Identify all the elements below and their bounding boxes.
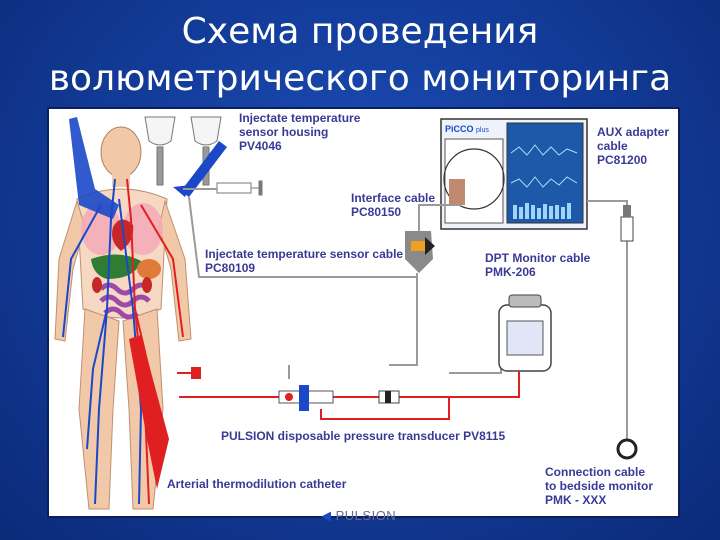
label-pressure-transducer: PULSION disposable pressure transducer P…	[221, 429, 506, 443]
monitor-brand-suffix: plus	[476, 127, 489, 134]
label-injectate-housing: Injectate temperature sensor housing PV4…	[239, 111, 360, 153]
title-line-2: волюметрического мониторинга	[48, 58, 672, 99]
pressure-transducer	[278, 385, 400, 411]
slide-title: Схема проведения волюметрического монито…	[0, 8, 720, 102]
label-connection-cable-line2: to bedside monitor	[545, 479, 653, 493]
label-dpt-monitor-cable-line2: PMK-206	[485, 265, 536, 279]
label-injectate-sensor-cable: Injectate temperature sensor cable PC801…	[205, 247, 403, 275]
connection-plug	[616, 438, 638, 460]
label-aux-adapter-line1: AUX adapter	[597, 125, 670, 139]
label-aux-adapter-line3: PC81200	[597, 153, 648, 167]
label-connection-cable-line3: PMK - XXX	[545, 493, 607, 507]
label-connection-cable-line1: Connection cable	[545, 465, 646, 479]
footer-brand: ◀ PULSION	[321, 508, 396, 524]
label-interface-cable: Interface cable PC80150	[351, 191, 435, 219]
label-injectate-sensor-cable-line2: PC80109	[205, 261, 256, 275]
label-interface-cable-line1: Interface cable	[351, 191, 436, 205]
monitor-brand-name: PiCCO	[445, 124, 474, 134]
sensor-housing	[181, 141, 227, 197]
label-aux-adapter-line2: cable	[597, 139, 628, 153]
label-injectate-housing-line2: sensor housing	[239, 125, 329, 139]
diagram-canvas	[54, 116, 638, 510]
label-arterial-catheter: Arterial thermodilution catheter	[167, 477, 347, 491]
label-injectate-housing-line3: PV4046	[239, 139, 282, 153]
footer-brand-icon: ◀	[321, 508, 332, 523]
title-line-1: Схема проведения	[181, 11, 539, 52]
pressure-line	[177, 371, 520, 420]
syringe	[216, 180, 263, 196]
interface-adapter	[405, 231, 435, 273]
pressure-monitor	[498, 294, 552, 372]
label-interface-cable-line2: PC80150	[351, 205, 402, 219]
label-connection-cable: Connection cable to bedside monitor PMK …	[545, 465, 653, 507]
diagram-panel: Injectate temperature sensor housing PV4…	[47, 107, 680, 523]
catheter-connector	[191, 367, 201, 379]
label-dpt-monitor-cable-line1: DPT Monitor cable	[485, 251, 591, 265]
footer-brand-text: PULSION	[335, 508, 397, 523]
label-injectate-housing-line1: Injectate temperature	[239, 111, 361, 125]
injectate-bottles	[144, 116, 222, 186]
label-injectate-sensor-cable-line1: Injectate temperature sensor cable	[205, 247, 404, 261]
human-figure	[54, 117, 192, 510]
picco-monitor	[440, 118, 588, 230]
monitor-brand: PiCCO plus	[445, 123, 489, 137]
label-dpt-monitor-cable: DPT Monitor cable PMK-206	[485, 251, 590, 279]
label-aux-adapter: AUX adapter cable PC81200	[597, 125, 669, 167]
aux-adapter-connector	[620, 205, 634, 242]
